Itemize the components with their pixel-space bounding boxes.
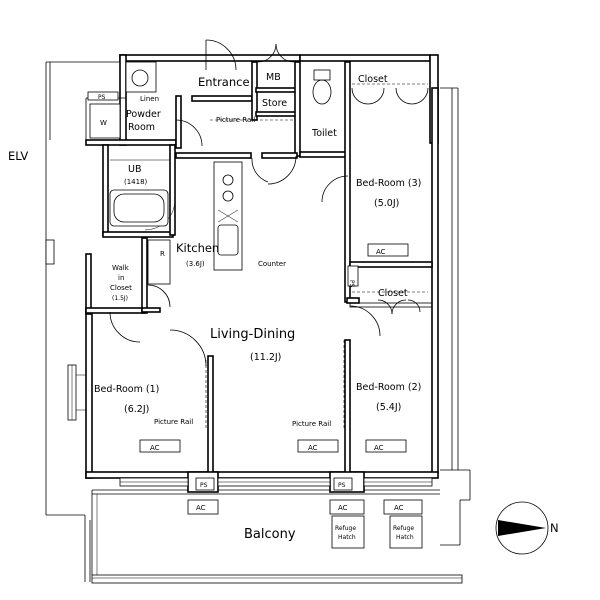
walk-in-label-1: Walk xyxy=(112,264,130,272)
toilet-label: Toilet xyxy=(311,128,337,139)
linen-label: Linen xyxy=(140,95,159,103)
refuge-hatch-2-label-a: Refuge xyxy=(393,525,414,532)
washer-label: W xyxy=(100,119,107,127)
closet-top-label: Closet xyxy=(358,74,388,85)
north-label: N xyxy=(550,521,559,535)
unit-walls xyxy=(85,54,463,584)
mb-label: MB xyxy=(266,72,281,83)
walk-in-label-3: Closet xyxy=(110,284,132,292)
refuge-hatch-1-label-b: Hatch xyxy=(338,534,356,541)
ub-size-label: (1418) xyxy=(124,178,148,186)
ps-bottom-right-label: PS xyxy=(338,482,346,489)
bedroom3-label: Bed-Room (3) xyxy=(356,178,421,189)
balcony-label: Balcony xyxy=(244,527,296,542)
ps-bottom-left-label: PS xyxy=(200,482,208,489)
ac-living-label: AC xyxy=(308,444,318,452)
powder-room-label-1: Powder xyxy=(126,109,161,120)
picture-rail-entrance-label: Picture Rail xyxy=(216,116,255,124)
walk-in-label-2: in xyxy=(118,274,124,282)
fixtures xyxy=(87,61,428,549)
ac-bed1-label: AC xyxy=(150,444,160,452)
ac-balcony-right-label: AC xyxy=(394,504,404,512)
refuge-hatch-2-label-b: Hatch xyxy=(396,534,414,541)
powder-room-label-2: Room xyxy=(128,122,155,133)
kitchen-size-label: (3.6J) xyxy=(186,260,205,268)
outer-walls xyxy=(45,61,471,582)
ac-balcony-mid-label: AC xyxy=(338,504,348,512)
labels: ELV Entrance MB Store Closet PS Linen Po… xyxy=(8,72,559,542)
store-label: Store xyxy=(262,98,287,109)
entrance-label: Entrance xyxy=(198,75,250,89)
refuge-hatch-1-label-a: Refuge xyxy=(335,525,356,532)
ac-balcony-left-label: AC xyxy=(196,504,206,512)
north-arrow xyxy=(495,501,549,555)
living-dining-size-label: (11.2J) xyxy=(250,352,281,363)
living-dining-label: Living-Dining xyxy=(210,327,295,342)
fridge-label: R xyxy=(160,250,165,258)
picture-rail-bed1-label: Picture Rail xyxy=(154,418,193,426)
ps-top-label: PS xyxy=(98,94,106,101)
ac-bed2-label: AC xyxy=(374,444,384,452)
counter-label: Counter xyxy=(258,260,286,268)
ps-mid-label: PS xyxy=(348,280,355,288)
doors xyxy=(109,39,429,367)
bedroom1-label: Bed-Room (1) xyxy=(94,384,159,395)
elv-label: ELV xyxy=(8,149,28,163)
bedroom2-label: Bed-Room (2) xyxy=(356,382,421,393)
windows xyxy=(67,364,433,487)
interior-walls xyxy=(85,54,433,493)
bedroom3-size-label: (5.0J) xyxy=(374,198,399,209)
kitchen-label: Kitchen xyxy=(176,241,219,255)
picture-rail-living-label: Picture Rail xyxy=(292,420,331,428)
bedroom2-size-label: (5.4J) xyxy=(376,402,401,413)
ub-label: UB xyxy=(128,164,141,175)
bedroom1-size-label: (6.2J) xyxy=(124,404,149,415)
ac-bedroom3-label: AC xyxy=(376,248,386,256)
walk-in-size-label: (1.5J) xyxy=(112,295,128,302)
closet-mid-label: Closet xyxy=(378,288,408,299)
